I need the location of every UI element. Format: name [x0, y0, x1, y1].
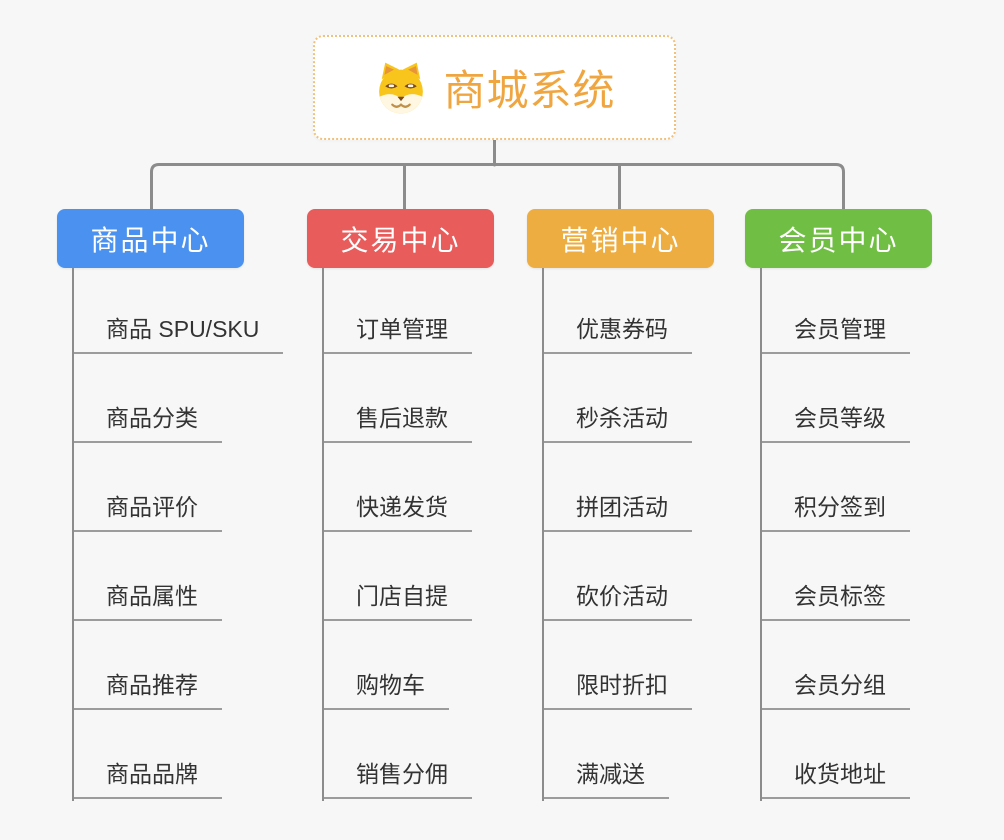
- branch-children-product-center: 商品 SPU/SKU 商品分类 商品评价 商品属性 商品推荐 商品品牌: [72, 268, 304, 801]
- branch-node-marketing-center[interactable]: 营销中心: [527, 209, 714, 268]
- leaf-node[interactable]: 积分签到: [762, 484, 910, 532]
- leaf-node[interactable]: 拼团活动: [544, 484, 692, 532]
- branch-node-trade-center[interactable]: 交易中心: [307, 209, 494, 268]
- dog-face-icon: [373, 60, 429, 116]
- leaf-node[interactable]: 商品推荐: [74, 662, 222, 710]
- leaf-node[interactable]: 购物车: [324, 662, 449, 710]
- leaf-node[interactable]: 会员等级: [762, 395, 910, 443]
- branch-label: 营销中心: [560, 224, 681, 256]
- branch-label: 会员中心: [778, 224, 899, 256]
- leaf-node[interactable]: 销售分佣: [324, 751, 472, 799]
- leaf-node[interactable]: 砍价活动: [544, 573, 692, 621]
- leaf-node[interactable]: 快递发货: [324, 484, 472, 532]
- leaf-node[interactable]: 优惠券码: [544, 306, 692, 354]
- branch-children-trade-center: 订单管理 售后退款 快递发货 门店自提 购物车 销售分佣: [322, 268, 554, 801]
- leaf-node[interactable]: 限时折扣: [544, 662, 692, 710]
- branch-node-member-center[interactable]: 会员中心: [745, 209, 932, 268]
- branch-children-member-center: 会员管理 会员等级 积分签到 会员标签 会员分组 收货地址: [760, 268, 992, 801]
- leaf-node[interactable]: 会员标签: [762, 573, 910, 621]
- branch-label: 交易中心: [340, 224, 461, 256]
- branch-node-product-center[interactable]: 商品中心: [57, 209, 244, 268]
- leaf-node[interactable]: 门店自提: [324, 573, 472, 621]
- leaf-node[interactable]: 商品 SPU/SKU: [74, 306, 284, 354]
- leaf-node[interactable]: 满减送: [544, 751, 669, 799]
- leaf-node[interactable]: 商品属性: [74, 573, 222, 621]
- leaf-node[interactable]: 会员分组: [762, 662, 910, 710]
- leaf-node[interactable]: 收货地址: [762, 751, 910, 799]
- leaf-node[interactable]: 会员管理: [762, 306, 910, 354]
- branch-children-marketing-center: 优惠券码 秒杀活动 拼团活动 砍价活动 限时折扣 满减送: [542, 268, 774, 801]
- leaf-node[interactable]: 订单管理: [324, 306, 472, 354]
- leaf-node[interactable]: 秒杀活动: [544, 395, 692, 443]
- leaf-node[interactable]: 商品品牌: [74, 751, 222, 799]
- root-title: 商城系统: [443, 67, 616, 114]
- leaf-node[interactable]: 售后退款: [324, 395, 472, 443]
- branch-label: 商品中心: [90, 224, 211, 256]
- leaf-node[interactable]: 商品分类: [74, 395, 222, 443]
- root-node[interactable]: 商城系统: [313, 35, 676, 140]
- leaf-node[interactable]: 商品评价: [74, 484, 222, 532]
